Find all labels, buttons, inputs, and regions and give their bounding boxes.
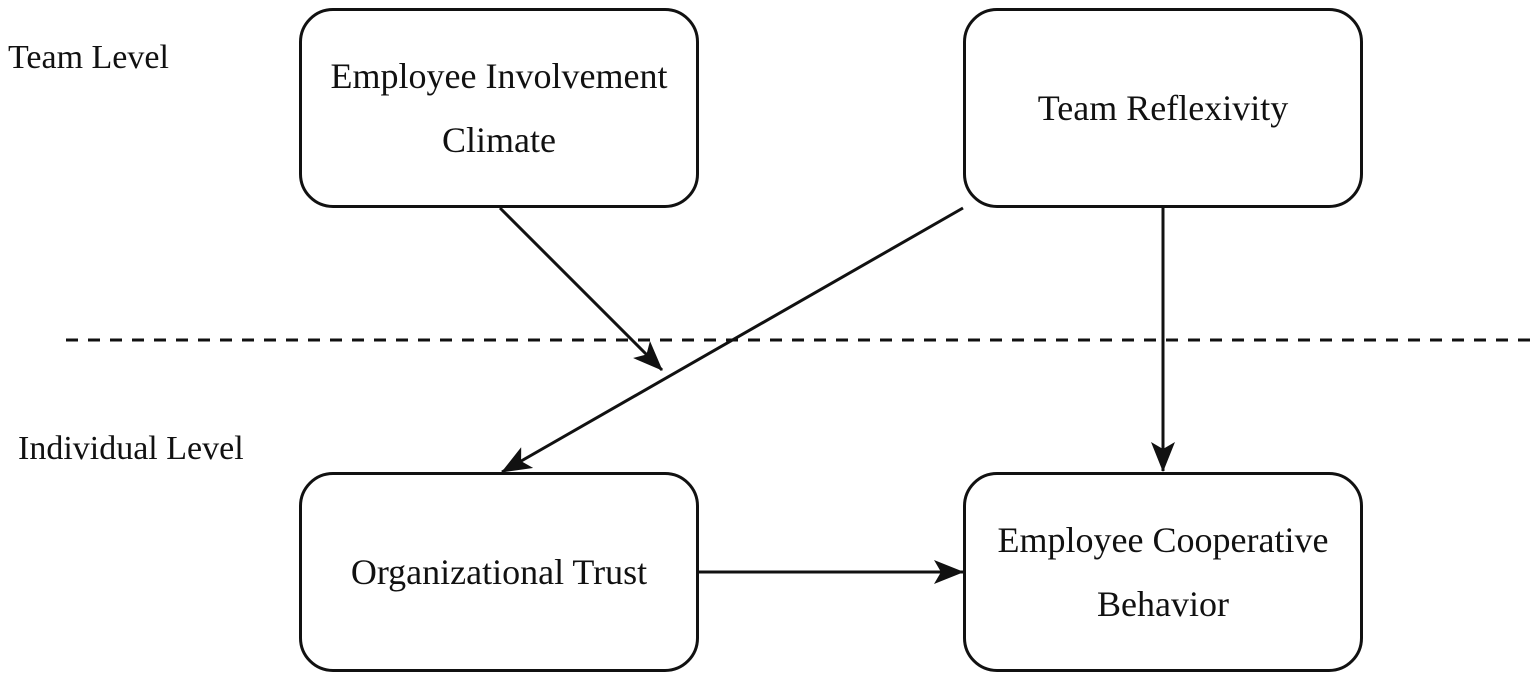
node-team-reflexivity-label: Team Reflexivity — [1037, 88, 1289, 128]
node-employee-cooperative-behavior-line2: Behavior — [1097, 584, 1229, 624]
edge-reflexivity-to-trust — [501, 206, 964, 474]
edge-involvement-to-trust-path — [498, 206, 664, 372]
node-employee-involvement-climate-line1: Employee Involvement — [330, 56, 668, 96]
node-organizational-trust: Organizational Trust — [299, 472, 699, 672]
team-level-label: Team Level — [8, 39, 169, 76]
node-employee-involvement-climate-line2: Climate — [442, 120, 556, 160]
individual-level-label: Individual Level — [18, 430, 244, 467]
node-employee-cooperative-behavior: Employee Cooperative Behavior — [963, 472, 1363, 672]
node-team-reflexivity: Team Reflexivity — [963, 8, 1363, 208]
node-employee-cooperative-behavior-line1: Employee Cooperative — [997, 520, 1329, 560]
node-employee-involvement-climate: Employee Involvement Climate — [299, 8, 699, 208]
node-organizational-trust-label: Organizational Trust — [350, 552, 648, 592]
